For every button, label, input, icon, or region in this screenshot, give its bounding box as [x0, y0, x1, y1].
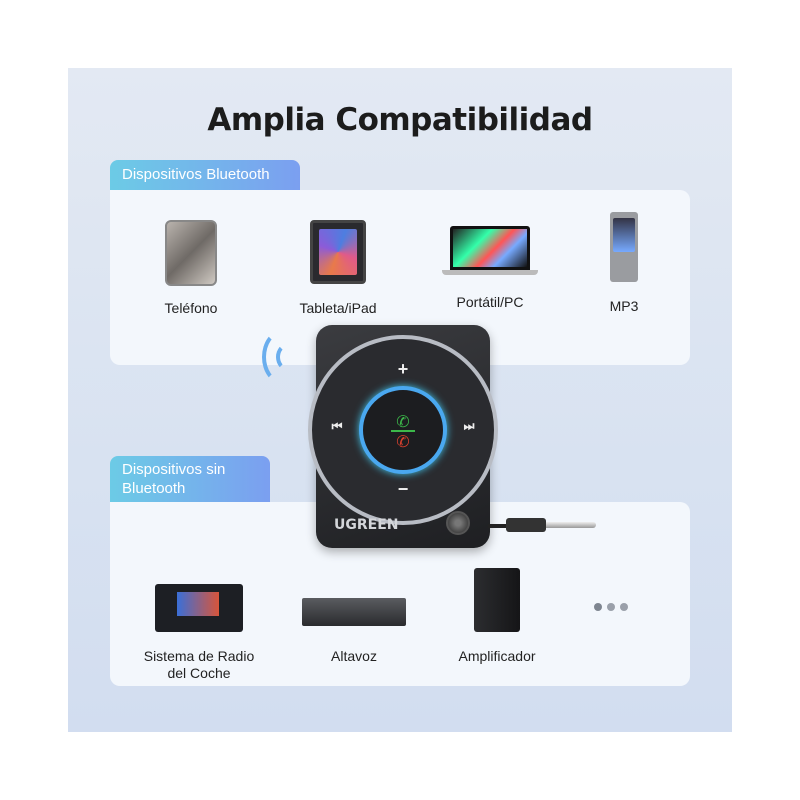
bluetooth-devices-tag: Dispositivos Bluetooth — [110, 160, 300, 190]
tag-line: Dispositivos sin — [122, 461, 226, 478]
microphone-icon — [446, 511, 470, 535]
amplifier-icon — [474, 568, 520, 632]
speaker-icon — [302, 598, 406, 626]
bluetooth-receiver-product: + − ⏮ ⏭ ✆ ✆ UGREEN — [308, 325, 498, 548]
device-label: Amplificador — [458, 648, 536, 664]
car-radio-icon — [155, 584, 243, 632]
label-line: Sistema de Radio — [143, 648, 255, 664]
bluetooth-devices-card: Teléfono Tableta/iPad Portátil/PC MP3 — [110, 190, 690, 365]
laptop-icon — [450, 226, 530, 270]
end-call-icon: ✆ — [396, 434, 410, 451]
next-track-icon: ⏭ — [463, 419, 475, 433]
more-devices-ellipsis-icon — [594, 603, 628, 611]
previous-track-icon: ⏮ — [331, 419, 343, 433]
tablet-icon — [310, 220, 366, 284]
bluetooth-signal-icon — [262, 330, 302, 384]
aux-plug — [546, 522, 596, 528]
divider — [391, 430, 415, 432]
device-label: Portátil/PC — [456, 294, 524, 310]
cable — [488, 524, 508, 528]
control-ring: + − ⏮ ⏭ ✆ ✆ — [308, 335, 498, 525]
volume-down-icon: − — [397, 479, 409, 499]
non-bluetooth-devices-tag: Dispositivos sin Bluetooth — [110, 456, 270, 502]
mp3-player-icon — [610, 212, 638, 282]
device-label: Sistema de Radio del Coche — [139, 648, 259, 682]
device-label: Altavoz — [331, 648, 377, 664]
label-line: del Coche — [167, 665, 231, 681]
answer-call-icon: ✆ — [396, 414, 410, 431]
tag-line: Bluetooth — [122, 480, 186, 497]
device-label: MP3 — [609, 298, 639, 314]
volume-up-icon: + — [397, 359, 409, 379]
device-label: Teléfono — [164, 300, 218, 316]
brand-logo: UGREEN — [334, 517, 399, 533]
laptop-base — [442, 270, 538, 275]
phone-icon — [165, 220, 217, 286]
call-button: ✆ ✆ — [359, 386, 447, 474]
aux-jack — [506, 518, 546, 532]
page-title: Amplia Compatibilidad — [207, 102, 593, 138]
device-label: Tableta/iPad — [299, 300, 377, 316]
bluetooth-signal-icon — [276, 343, 300, 371]
